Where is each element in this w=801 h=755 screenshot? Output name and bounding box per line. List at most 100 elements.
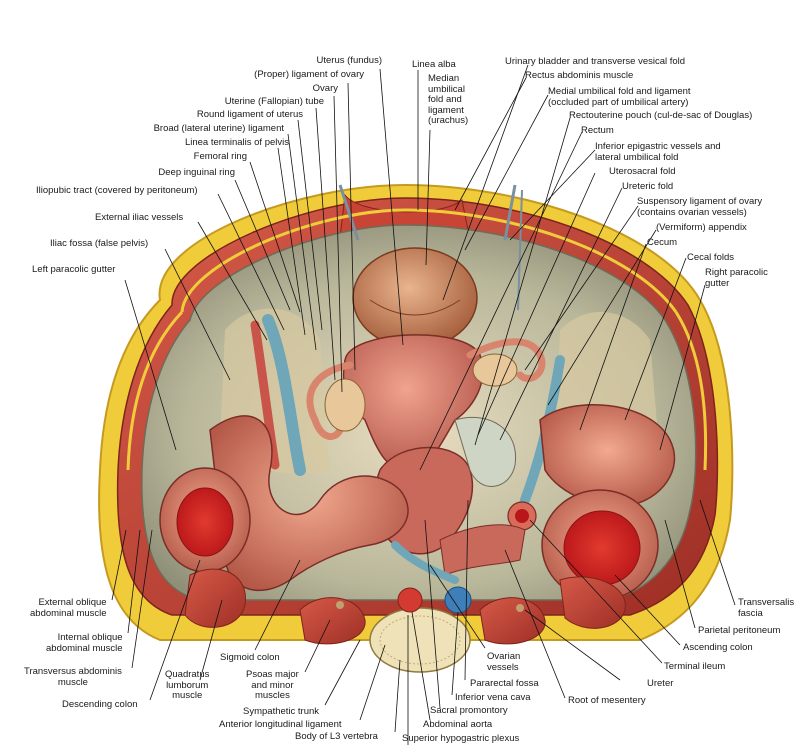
leader-cecum: [579, 243, 647, 431]
leader-root-mesentery: [504, 549, 566, 699]
left-psoas: [299, 597, 366, 645]
label-iliac-fossa: Iliac fossa (false pelvis): [50, 238, 149, 249]
leader-external-oblique: [111, 529, 127, 601]
leader-psoas: [304, 619, 331, 673]
leader-uterus-fundus: [379, 68, 404, 346]
leader-uterine-tube: [315, 107, 336, 381]
rectouterine-pouch: [454, 416, 517, 487]
label-inferior-vena-cava: Inferior vena cava: [455, 692, 531, 703]
leader-proper-ligament: [347, 82, 356, 371]
label-terminal-ileum: Terminal ileum: [664, 661, 726, 672]
label-ureteric-fold: Ureteric fold: [622, 181, 674, 192]
label-ascending-colon: Ascending colon: [683, 642, 753, 653]
leader-inferior-vena-cava: [451, 611, 459, 696]
label-femoral-ring: Femoral ring: [193, 151, 247, 162]
leader-appendix: [547, 229, 657, 406]
leader-medial-umbilical: [464, 94, 549, 251]
right-uterine-tube: [466, 338, 546, 382]
leader-sigmoid: [254, 559, 301, 651]
retractor-left: [338, 184, 360, 241]
leader-internal-oblique: [127, 529, 141, 634]
label-vermiform-appendix: (Vermiform) appendix: [656, 222, 747, 233]
leader-anterior-longitudinal: [359, 644, 386, 721]
label-cecum: Cecum: [647, 237, 678, 248]
leader-rectouterine-pouch: [474, 117, 571, 446]
leader-terminal-ileum: [529, 519, 663, 664]
label-anterior-longitudinal: Anterior longitudinal ligament: [219, 719, 342, 730]
label-descending-colon: Descending colon: [62, 699, 138, 710]
leader-broad-ligament: [287, 133, 317, 351]
label-rectouterine-pouch: Rectouterine pouch (cul-de-sac of Dougla…: [569, 110, 753, 121]
label-rectus-abdominis: Rectus abdominis muscle: [525, 70, 634, 81]
label-rectum: Rectum: [581, 125, 614, 136]
retractor-right-2: [517, 189, 523, 311]
uterus: [342, 334, 484, 471]
label-uterosacral-fold: Uterosacral fold: [609, 166, 676, 177]
leader-iliopubic: [217, 193, 285, 331]
label-broad-ligament: Broad (lateral uterine) ligament: [153, 123, 284, 134]
leader-sacral-promontory: [424, 519, 441, 709]
leader-external-iliac: [197, 221, 268, 341]
bladder-fold: [369, 299, 461, 316]
l3-vertebra-texture: [379, 615, 461, 665]
label-suspensory-ligament: Suspensory ligament of ovary (contains o…: [637, 196, 763, 218]
label-uterus-fundus: Uterus (fundus): [316, 55, 382, 66]
label-quadratus-lumborum: Quadratus lumborum muscle: [165, 669, 210, 701]
leader-iliac-fossa: [164, 248, 231, 381]
label-body-l3: Body of L3 vertebra: [295, 731, 378, 742]
label-inferior-epigastric: Inferior epigastric vessels and lateral …: [595, 141, 721, 163]
label-medial-umbilical: Medial umbilical fold and ligament (occl…: [548, 86, 691, 108]
leader-rectus-abdominis: [454, 77, 527, 211]
leader-pararectal: [464, 499, 469, 681]
label-ovarian-vessels: Ovarian vessels: [487, 651, 521, 673]
label-sigmoid-colon: Sigmoid colon: [220, 652, 280, 663]
descending-colon-lumen: [176, 487, 234, 557]
label-iliopubic-tract: Iliopubic tract (covered by peritoneum): [36, 185, 198, 196]
label-ureter: Ureter: [647, 678, 674, 689]
label-round-ligament: Round ligament of uterus: [196, 109, 303, 120]
leader-parietal-peritoneum: [664, 519, 696, 629]
label-transversus-abdominis: Transversus abdominis muscle: [24, 666, 122, 688]
leader-transversus: [131, 529, 153, 669]
label-sacral-promontory: Sacral promontory: [430, 705, 508, 716]
muscle-layer-line: [674, 311, 708, 471]
left-ureter-section: [336, 601, 344, 609]
leader-uterosacral: [477, 172, 596, 436]
label-median-umbilical: Median umbilical fold and ligament (urac…: [428, 73, 469, 126]
l3-vertebra-body: [369, 607, 471, 673]
label-proper-ligament-ovary: (Proper) ligament of ovary: [254, 69, 364, 80]
label-abdominal-aorta: Abdominal aorta: [423, 719, 493, 730]
leader-quadratus: [199, 599, 223, 681]
label-urinary-bladder: Urinary bladder and transverse vesical f…: [505, 56, 686, 67]
terminal-ileum-lumen: [515, 509, 529, 523]
retractor-right: [503, 184, 517, 241]
muscle-layer-line: [180, 208, 678, 313]
leader-median-umbilical: [425, 129, 431, 266]
right-ovary: [472, 353, 518, 387]
label-pararectal-fossa: Pararectal fossa: [470, 678, 539, 689]
label-transversalis-fascia: Transversalis fascia: [738, 597, 795, 619]
leader-urinary-bladder: [442, 64, 529, 301]
muscle-layer-line: [126, 310, 184, 471]
leader-cecal-folds: [624, 257, 687, 421]
label-parietal-peritoneum: Parietal peritoneum: [698, 625, 781, 636]
leader-ovary: [333, 95, 343, 393]
leader-linea-terminalis: [277, 147, 306, 336]
external-iliac-vein: [262, 314, 306, 476]
ovarian-vessels: [391, 541, 459, 584]
label-root-of-mesentery: Root of mesentery: [568, 695, 646, 706]
leader-ovarian-vessels: [429, 564, 486, 649]
label-uterine-tube: Uterine (Fallopian) tube: [224, 96, 324, 107]
external-iliac-artery: [250, 320, 280, 470]
label-linea-terminalis: Linea terminalis of pelvis: [184, 137, 289, 148]
left-uterine-tube: [306, 361, 354, 440]
leader-deep-inguinal: [234, 179, 291, 311]
leader-femoral-ring: [249, 161, 301, 313]
label-external-iliac-vessels: External iliac vessels: [95, 212, 184, 223]
label-linea-alba: Linea alba: [412, 59, 456, 70]
label-psoas: Psoas major and minor muscles: [246, 669, 299, 701]
leader-rectum: [419, 131, 583, 471]
leader-right-paracolic: [659, 284, 706, 451]
